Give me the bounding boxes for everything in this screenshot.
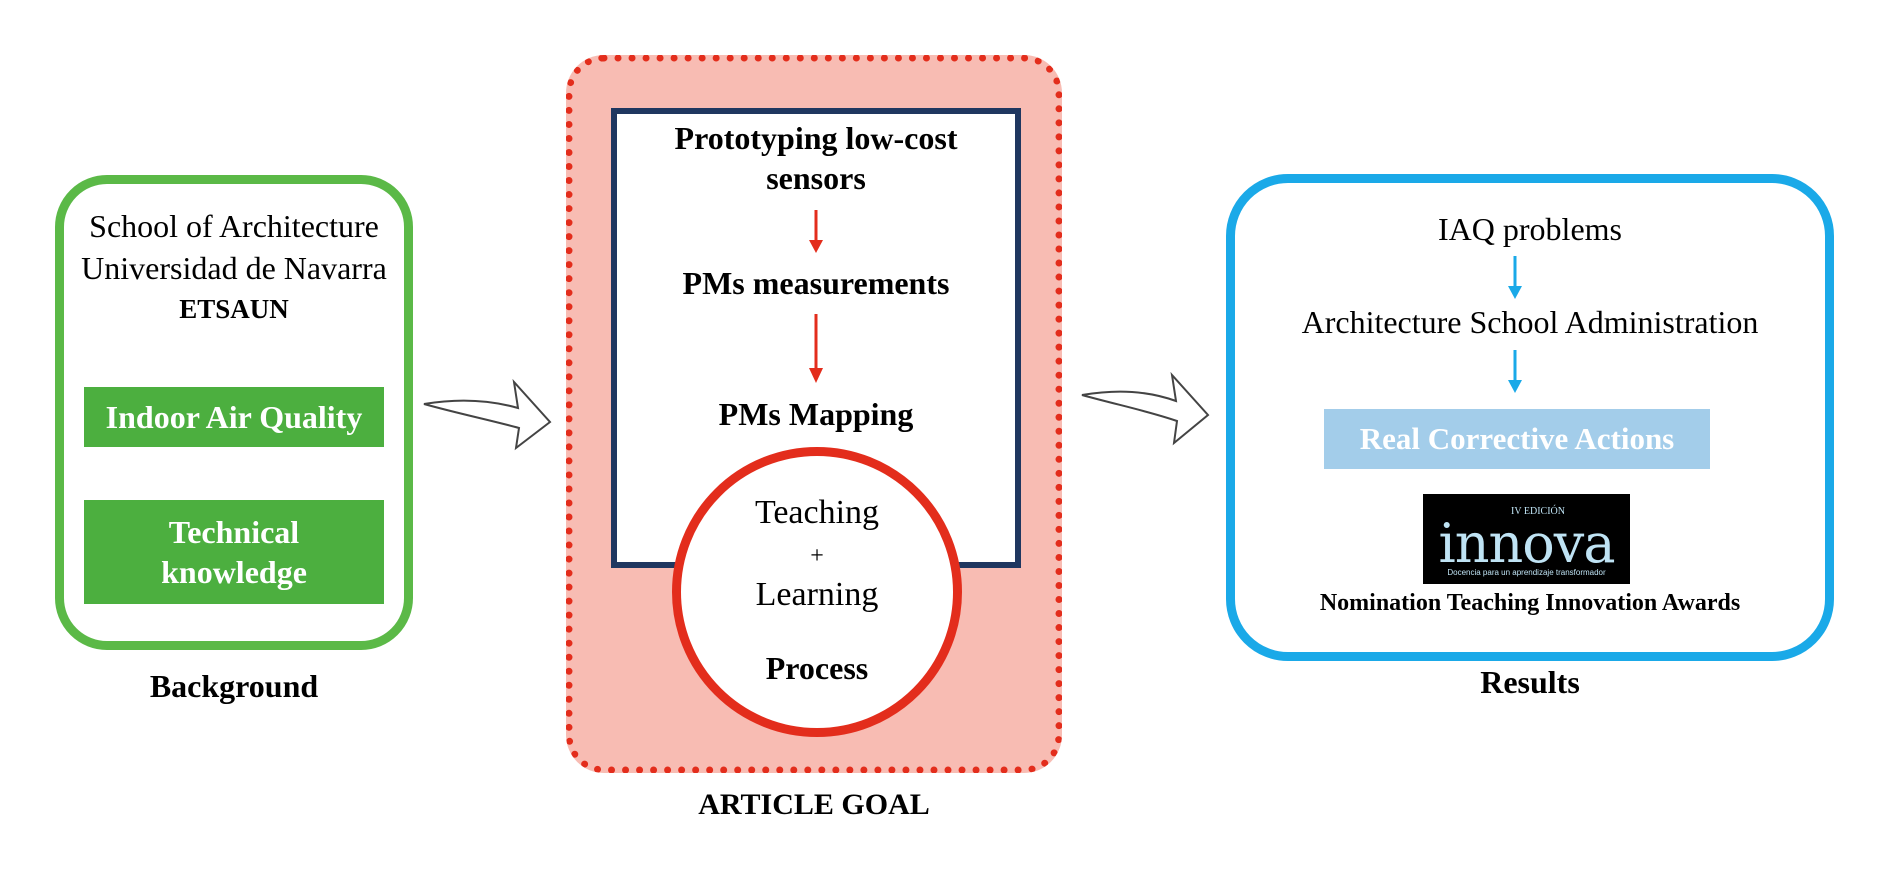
hollow-arrow-icon (423, 378, 552, 451)
innova-edition: IV EDICIÓN (1511, 506, 1565, 517)
innova-tagline: Docencia para un aprendizaje transformad… (1447, 568, 1606, 577)
real-corrective-actions-box: Real Corrective Actions (1324, 409, 1710, 469)
teaching-learning-circle (672, 447, 962, 737)
innova-logo: IV EDICIÓN innova Docencia para un apren… (1423, 494, 1630, 584)
background-caption: Background (149, 668, 319, 704)
circle-teaching: Teaching (754, 494, 880, 531)
background-line-school: School of Architecture (89, 208, 379, 244)
step-prototyping: Prototyping low-cost sensors (611, 118, 1021, 198)
results-administration: Architecture School Administration (1301, 304, 1759, 340)
nomination-award-text: Nomination Teaching Innovation Awards (1319, 590, 1741, 616)
background-line-university: Universidad de Navarra (81, 250, 387, 286)
step-prototyping-line-2: sensors (766, 160, 866, 196)
background-panel (55, 175, 413, 650)
circle-plus: + (810, 543, 824, 569)
red-arrow-down-icon (809, 210, 823, 253)
step-prototyping-line-1: Prototyping low-cost (674, 120, 958, 156)
technical-knowledge-box: Technical knowledge (84, 500, 384, 604)
blue-arrow-down-icon (1508, 256, 1522, 299)
background-line-etsaun: ETSAUN (179, 294, 289, 324)
step-pms-mapping: PMs Mapping (718, 396, 914, 432)
technical-knowledge-line-2: knowledge (161, 554, 307, 590)
circle-process: Process (765, 650, 869, 686)
technical-knowledge-line-1: Technical (168, 514, 300, 550)
indoor-air-quality-box: Indoor Air Quality (84, 387, 384, 447)
innova-name: innova (1438, 512, 1615, 575)
results-panel (1226, 174, 1834, 661)
circle-learning: Learning (755, 576, 879, 613)
results-iaq-problems: IAQ problems (1438, 211, 1622, 247)
blue-arrow-down-icon (1508, 350, 1522, 393)
step-pms-measurements: PMs measurements (682, 265, 950, 301)
article-goal-caption: ARTICLE GOAL (698, 788, 930, 821)
hollow-arrow-icon (1081, 371, 1210, 446)
results-caption: Results (1480, 664, 1580, 700)
red-arrow-down-icon (809, 314, 823, 383)
